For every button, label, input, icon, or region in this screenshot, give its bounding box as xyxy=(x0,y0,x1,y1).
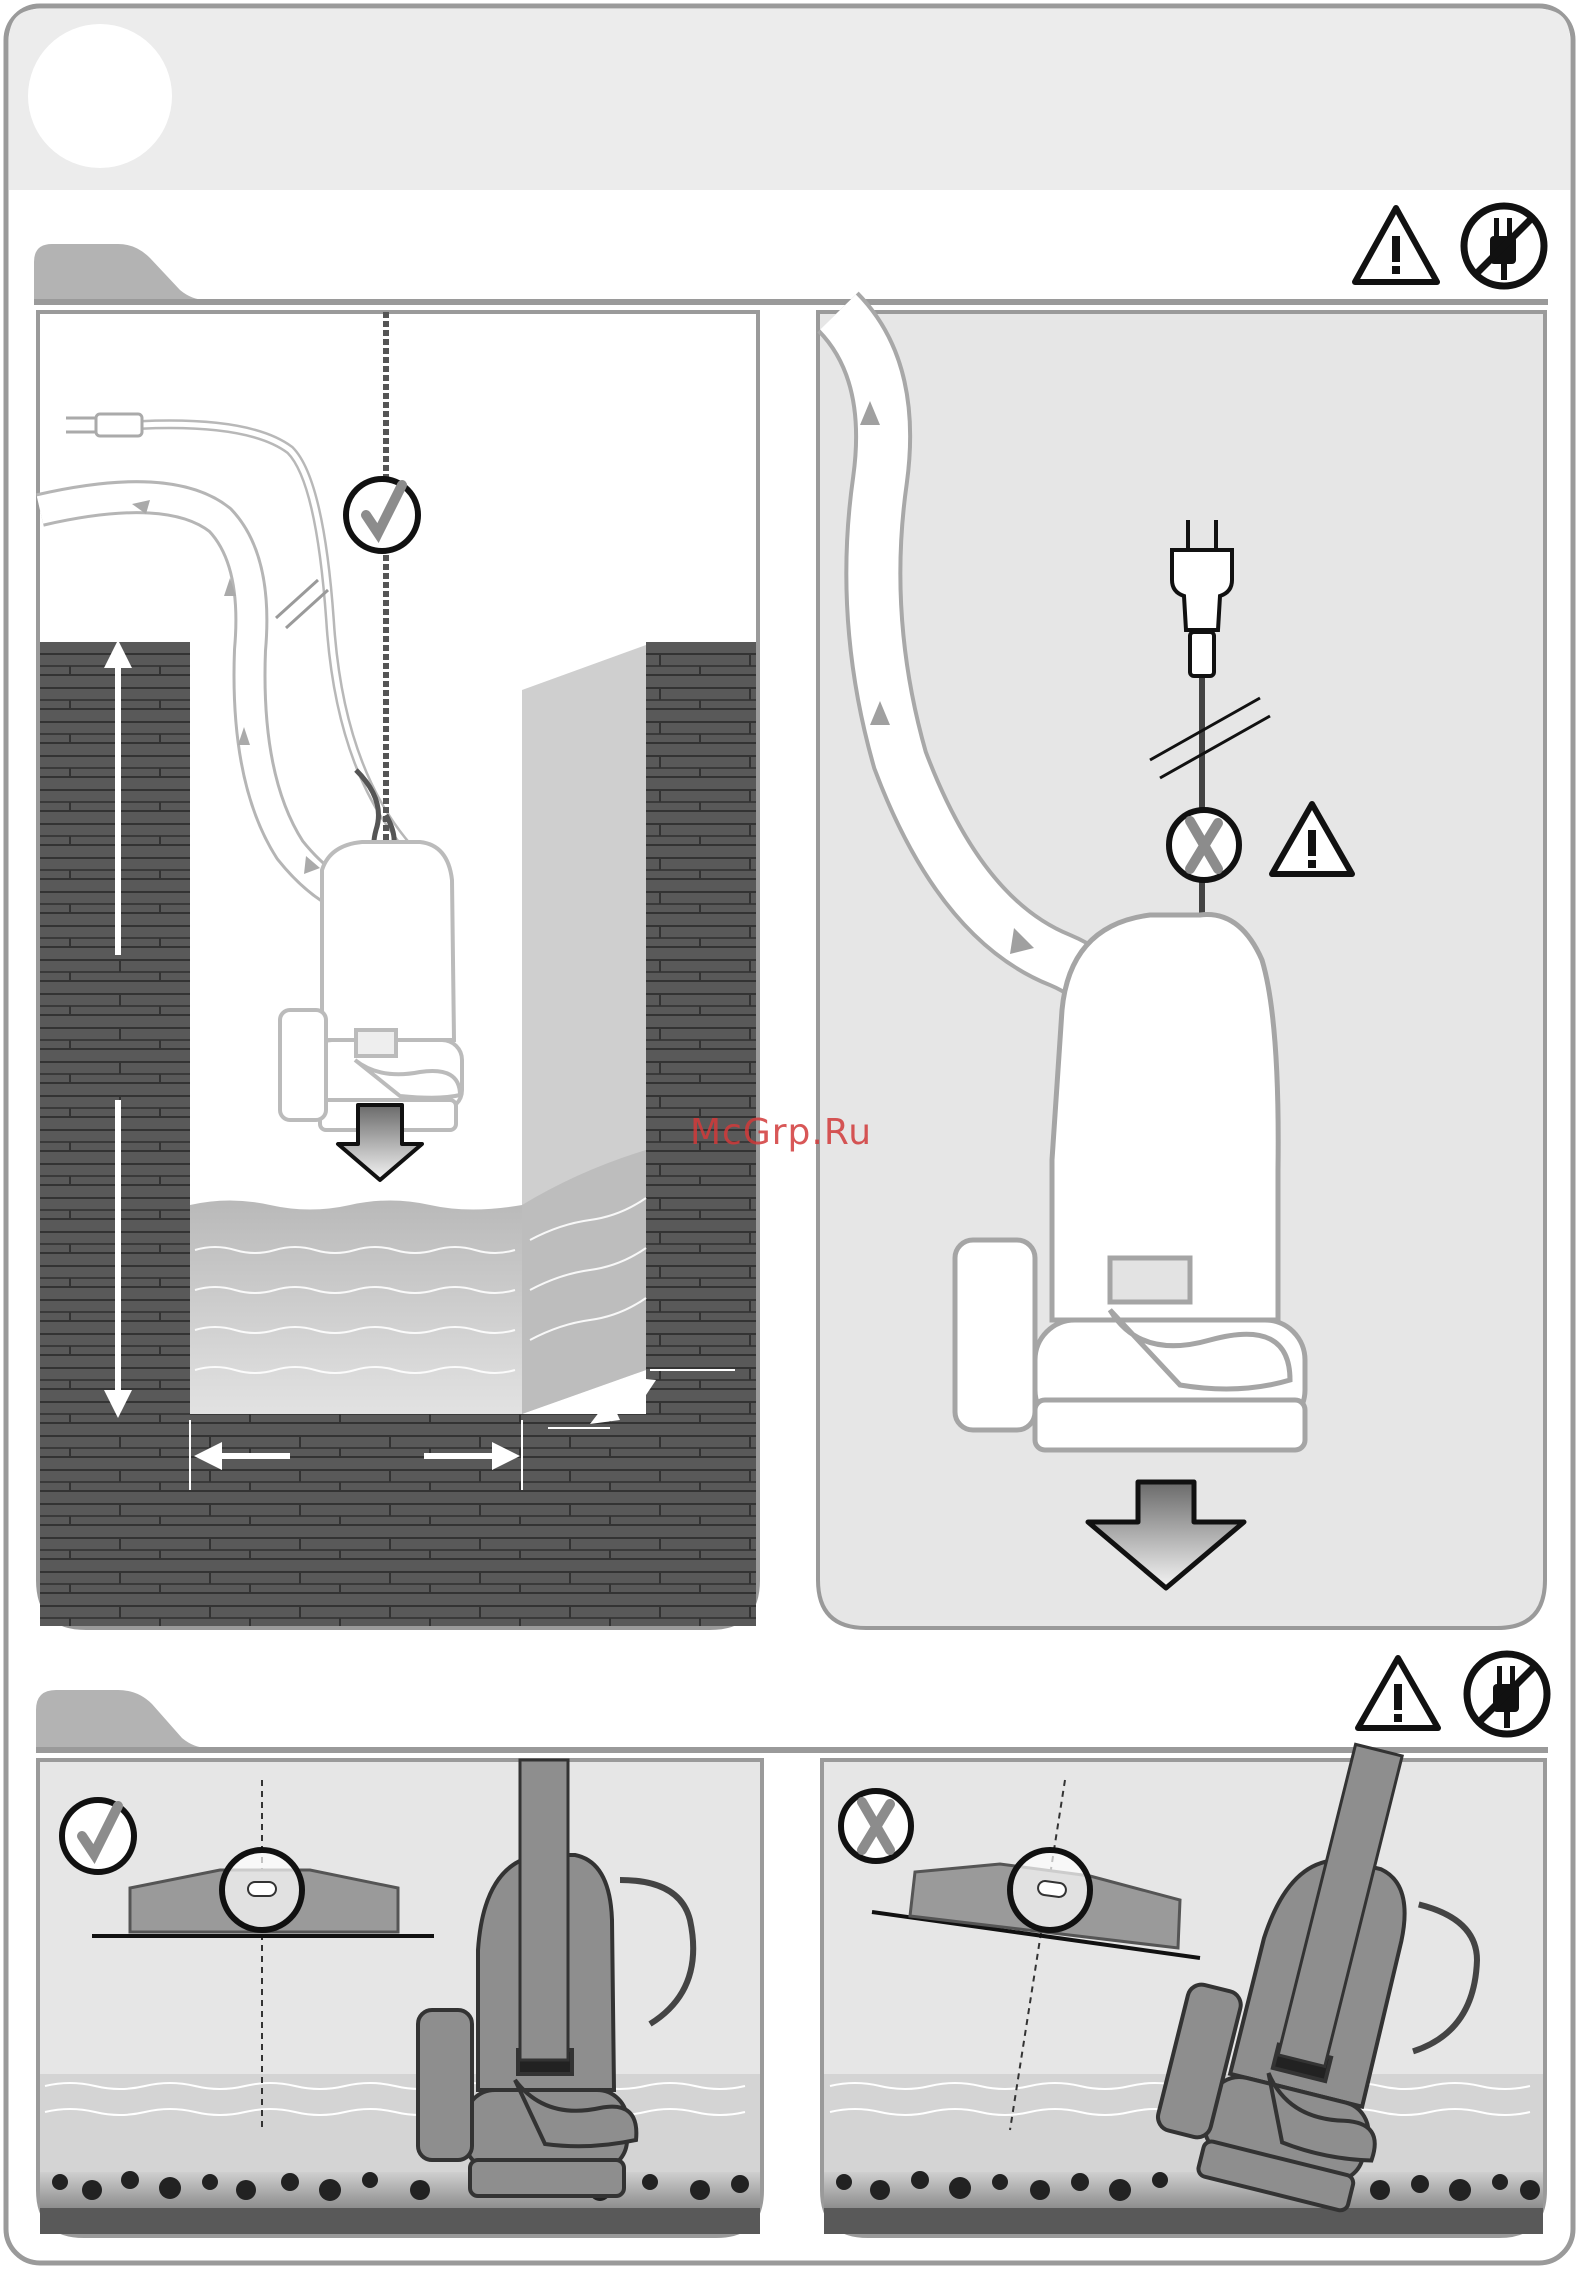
riser-pipe-c xyxy=(520,1760,568,2060)
header-band xyxy=(9,9,1570,190)
panel-lift-by-cable xyxy=(818,312,1545,1628)
panel-level-surface xyxy=(38,1760,762,2236)
brick-floor xyxy=(40,1414,756,1626)
gravel-bed-d xyxy=(824,2172,1543,2210)
level-indicator-icon-d xyxy=(1010,1850,1090,1930)
no-plug-icon xyxy=(1464,206,1544,286)
pit-water xyxy=(190,1201,522,1415)
check-mark-icon-c xyxy=(62,1800,134,1872)
watermark-text: McGrp.Ru xyxy=(690,1112,872,1153)
panel-tilted-surface xyxy=(822,1720,1545,2236)
cross-mark-icon xyxy=(1169,810,1239,880)
step-badge xyxy=(28,24,172,168)
panel-pit-install xyxy=(38,312,758,1628)
cross-mark-icon-d xyxy=(841,1791,911,1861)
no-plug-icon-c xyxy=(1467,1654,1547,1734)
level-indicator-icon xyxy=(222,1850,302,1930)
check-mark-icon xyxy=(346,479,418,551)
